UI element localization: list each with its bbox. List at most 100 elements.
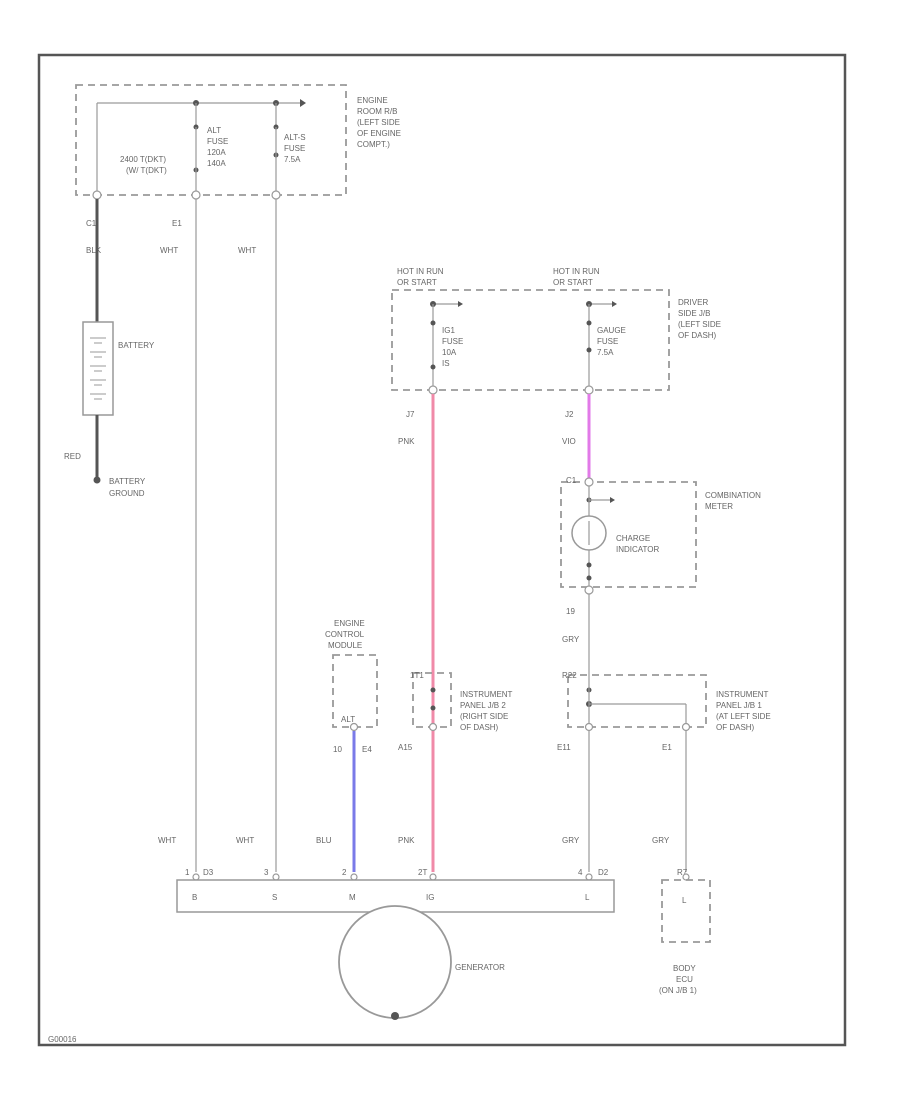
hot-ig-right-1: HOT IN RUN	[553, 267, 600, 276]
bottom-wire-5: GRY	[562, 836, 580, 845]
diagram-id: G00016	[48, 1035, 77, 1044]
charge-indicator-line-1: CHARGE	[616, 534, 650, 543]
alts-fuse-line-1: ALT-S	[284, 133, 306, 142]
ecm-line-1: ENGINE	[334, 619, 365, 628]
engine-room-rb-box	[75, 84, 347, 196]
ip-jb1-line-1: INSTRUMENT	[716, 690, 769, 699]
gen-pin-3: 3	[264, 868, 269, 877]
gen-pin-2t: 2T	[418, 868, 427, 877]
wire-wht-b-label: WHT	[160, 246, 178, 255]
alts-fuse-line-3: 7.5A	[284, 155, 301, 164]
alt-fuse-line-3: 120A	[207, 148, 226, 157]
body-ecu-terminal: L	[682, 896, 687, 905]
ecm-line-2: CONTROL	[325, 630, 365, 639]
gen-terminal-l: L	[585, 893, 590, 902]
diagram-frame	[37, 53, 847, 1047]
driver-side-jb-box	[391, 289, 670, 391]
gen-conn-d2: D2	[598, 868, 609, 877]
ign-fuse-line-2: FUSE	[442, 337, 463, 346]
ecm-conn-10: 10	[333, 745, 342, 754]
wire-wht-s-label: WHT	[238, 246, 256, 255]
hot-ig-left-2: OR START	[397, 278, 437, 287]
ecm-line-3: MODULE	[328, 641, 362, 650]
combination-meter-line-1: COMBINATION	[705, 491, 761, 500]
gen-terminal-ig: IG	[426, 893, 434, 902]
alt-fuse-line-1: ALT	[207, 126, 221, 135]
gauge-fuse-line-3: 7.5A	[597, 348, 614, 357]
generator-symbol	[338, 905, 452, 1019]
engine-room-label-4: OF ENGINE	[357, 129, 401, 138]
ip-jb2-conn: A15	[398, 743, 413, 752]
ip-jb1-line-2: PANEL J/B 1	[716, 701, 762, 710]
battery-symbol	[82, 321, 114, 416]
ip-jb1-conn-e1: E1	[662, 743, 672, 752]
ip-jb1-conn-e11: E11	[557, 743, 571, 752]
wire-blk-label: BLK	[86, 246, 102, 255]
driver-jb-line-2: SIDE J/B	[678, 309, 710, 318]
connector-j7: J7	[406, 410, 415, 419]
body-ecu-line-2: ECU	[676, 975, 693, 984]
ip-jb1-pin: R22	[562, 671, 577, 680]
bottom-wire-4: PNK	[398, 836, 415, 845]
ign-fuse-line-4: IS	[442, 359, 450, 368]
ecm-pin-alt: ALT	[341, 715, 355, 724]
battery-label: BATTERY	[118, 341, 155, 350]
gen-terminal-m: M	[349, 893, 356, 902]
driver-jb-line-4: OF DASH)	[678, 331, 717, 340]
bottom-wire-2: WHT	[236, 836, 254, 845]
gen-pin-4: 4	[578, 868, 583, 877]
gen-terminal-b: B	[192, 893, 197, 902]
engine-room-label-1: ENGINE	[357, 96, 388, 105]
engine-room-label-5: COMPT.)	[357, 140, 390, 149]
ign-fuse-line-1: IG1	[442, 326, 455, 335]
charge-indicator-line-2: INDICATOR	[616, 545, 659, 554]
gen-pin-1: 1	[185, 868, 190, 877]
fuse-rating-line-1: 2400 T(DKT)	[120, 155, 166, 164]
generator-label: GENERATOR	[455, 963, 505, 972]
alts-fuse-line-2: FUSE	[284, 144, 305, 153]
body-ecu-pin: R7	[677, 868, 688, 877]
pin-19: 19	[566, 607, 575, 616]
driver-jb-line-3: (LEFT SIDE	[678, 320, 721, 329]
connector-j2: J2	[565, 410, 574, 419]
ign-fuse-line-3: 10A	[442, 348, 457, 357]
body-ecu-line-3: (ON J/B 1)	[659, 986, 697, 995]
ip-jb2-line-3: (RIGHT SIDE	[460, 712, 508, 721]
ip-jb2-line-4: OF DASH)	[460, 723, 499, 732]
wire-red-label: RED	[64, 452, 81, 461]
connector-c1: C1	[86, 219, 97, 228]
body-ecu-box	[661, 879, 711, 943]
body-ecu-line-1: BODY	[673, 964, 696, 973]
connector-e1: E1	[172, 219, 182, 228]
ip-jb1-line-3: (AT LEFT SIDE	[716, 712, 771, 721]
hot-ig-right-2: OR START	[553, 278, 593, 287]
fuse-rating-line-2: (W/ T(DKT)	[126, 166, 167, 175]
bottom-wire-6: GRY	[652, 836, 670, 845]
ip-jb1-box	[567, 674, 707, 728]
ecm-conn-e4: E4	[362, 745, 372, 754]
gen-conn-d3: D3	[203, 868, 214, 877]
wire-gry-1-label: GRY	[562, 635, 580, 644]
bottom-wire-3: BLU	[316, 836, 332, 845]
gen-pin-2: 2	[342, 868, 347, 877]
alt-fuse-line-2: FUSE	[207, 137, 228, 146]
hot-ig-left-1: HOT IN RUN	[397, 267, 444, 276]
driver-jb-line-1: DRIVER	[678, 298, 708, 307]
wire-vio-label: VIO	[562, 437, 576, 446]
battery-ground-line-2: GROUND	[109, 489, 145, 498]
alt-fuse-line-4: 140A	[207, 159, 226, 168]
battery-ground-line-1: BATTERY	[109, 477, 146, 486]
engine-room-label-3: (LEFT SIDE	[357, 118, 400, 127]
connector-c1-meter: C1	[566, 476, 577, 485]
ip-jb2-line-1: INSTRUMENT	[460, 690, 513, 699]
gen-terminal-s: S	[272, 893, 277, 902]
gauge-fuse-line-2: FUSE	[597, 337, 618, 346]
engine-room-label-2: ROOM R/B	[357, 107, 397, 116]
combination-meter-line-2: METER	[705, 502, 733, 511]
wire-pnk-label: PNK	[398, 437, 415, 446]
bottom-wire-1: WHT	[158, 836, 176, 845]
ip-jb2-line-2: PANEL J/B 2	[460, 701, 506, 710]
ip-jb2-pin: 1T1	[410, 671, 424, 680]
ip-jb1-line-4: OF DASH)	[716, 723, 755, 732]
